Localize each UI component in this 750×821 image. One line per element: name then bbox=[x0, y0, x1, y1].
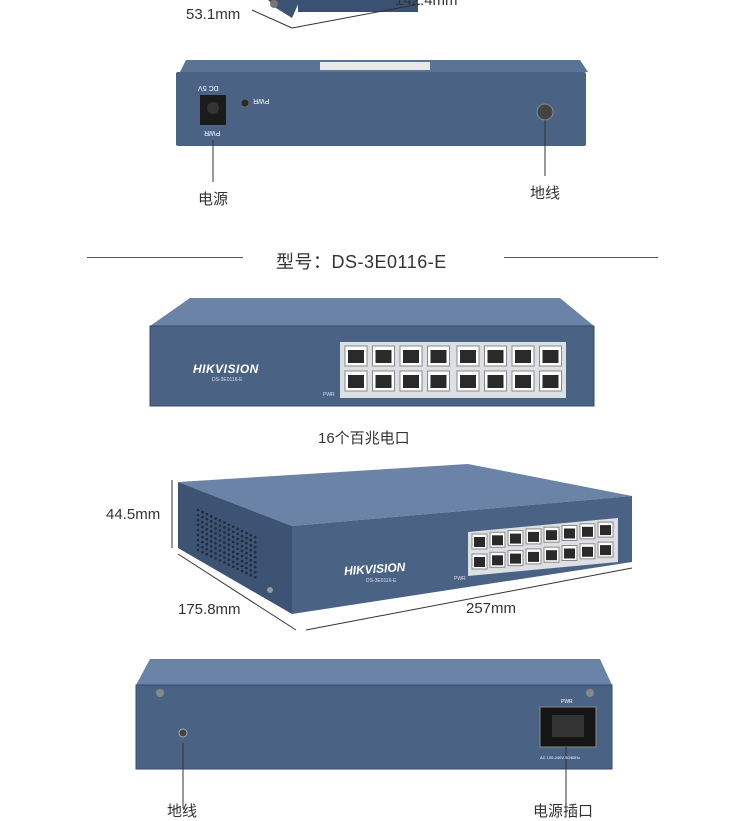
port-grid bbox=[344, 345, 562, 392]
small-switch-illustration bbox=[176, 0, 588, 182]
width-dimension-line bbox=[305, 567, 633, 631]
model-text: DS-3E0116-E bbox=[212, 377, 243, 383]
brand-logo: HIKVISION bbox=[193, 362, 259, 376]
sticker-label bbox=[320, 62, 430, 70]
iso-view-illustration bbox=[171, 464, 633, 631]
rear-view-illustration bbox=[135, 659, 613, 808]
chassis-top bbox=[178, 464, 632, 526]
ethernet-port bbox=[344, 370, 368, 392]
front-view-illustration bbox=[149, 298, 595, 407]
ethernet-port bbox=[399, 345, 423, 367]
divider-right bbox=[504, 257, 658, 258]
port-grid bbox=[471, 521, 614, 570]
ethernet-port bbox=[372, 345, 395, 367]
ethernet-port bbox=[372, 370, 395, 392]
ethernet-port bbox=[525, 528, 542, 545]
ethernet-port bbox=[507, 530, 524, 547]
ethernet-port bbox=[579, 523, 596, 540]
ethernet-port bbox=[484, 345, 507, 367]
chassis-rear bbox=[135, 684, 613, 770]
depth-dimension-line bbox=[177, 553, 297, 631]
pwr-indicator-label: PWR bbox=[454, 576, 466, 582]
pwr-indicator-label: PWR bbox=[323, 392, 335, 398]
ethernet-port bbox=[344, 345, 368, 367]
ethernet-port bbox=[561, 545, 578, 561]
ground-screw-icon bbox=[178, 728, 188, 738]
dim-width: 257mm bbox=[466, 600, 517, 617]
rear-panel bbox=[176, 72, 586, 146]
dc-label: DC 5V bbox=[198, 84, 219, 91]
pwr-led-icon bbox=[240, 98, 250, 108]
ethernet-port bbox=[525, 548, 542, 565]
screw-icon bbox=[270, 0, 278, 8]
dim-depth-small: 53.1mm bbox=[186, 6, 241, 23]
callout-power-socket: 电源插口 bbox=[533, 803, 594, 820]
screw-icon bbox=[586, 689, 594, 697]
ethernet-port bbox=[539, 370, 562, 392]
ethernet-port bbox=[489, 551, 506, 568]
callout-ground: 地线 bbox=[530, 185, 561, 202]
dim-width-small: 142.4mm bbox=[395, 0, 458, 9]
ethernet-port bbox=[561, 525, 578, 541]
ethernet-port bbox=[579, 543, 596, 560]
model-title: 型号：DS-3E0116-E bbox=[276, 252, 447, 272]
ethernet-port bbox=[507, 550, 524, 567]
ethernet-port bbox=[471, 533, 488, 550]
ethernet-port bbox=[511, 370, 535, 392]
ethernet-port bbox=[489, 531, 506, 548]
ac-rating-label: AC 100-240V 50/60Hz bbox=[540, 755, 581, 760]
ethernet-port bbox=[427, 370, 450, 392]
ethernet-port bbox=[597, 521, 614, 538]
pwr-label: PWR bbox=[561, 699, 573, 705]
vent-grid bbox=[196, 508, 257, 579]
ethernet-port bbox=[484, 370, 507, 392]
ethernet-port bbox=[543, 546, 560, 563]
screw-icon bbox=[267, 587, 273, 593]
screw-icon bbox=[156, 689, 164, 697]
ground-screw-icon bbox=[536, 103, 554, 121]
dim-depth: 175.8mm bbox=[178, 601, 241, 618]
ethernet-port bbox=[427, 345, 450, 367]
chassis-top bbox=[150, 298, 594, 326]
callout-ground: 地线 bbox=[167, 803, 198, 820]
depth-dimension-line bbox=[251, 9, 293, 29]
ethernet-port bbox=[456, 345, 480, 367]
width-dimension-line bbox=[291, 3, 421, 29]
ethernet-port bbox=[471, 553, 488, 570]
model-text: DS-3E0116-E bbox=[366, 578, 397, 584]
ethernet-port bbox=[511, 345, 535, 367]
chassis-top bbox=[136, 659, 612, 685]
dim-height: 44.5mm bbox=[106, 506, 161, 523]
pwr-label: PWR bbox=[253, 97, 270, 104]
ethernet-port bbox=[456, 370, 480, 392]
pwr-port-label: PWR bbox=[204, 129, 221, 136]
ethernet-port bbox=[543, 526, 560, 543]
divider-left bbox=[87, 257, 243, 258]
front-caption: 16个百兆电口 bbox=[318, 430, 410, 447]
ethernet-port bbox=[597, 541, 614, 558]
ethernet-port bbox=[399, 370, 423, 392]
cut-chassis-front bbox=[298, 0, 418, 12]
ethernet-port bbox=[539, 345, 562, 367]
callout-power: 电源 bbox=[198, 191, 229, 208]
